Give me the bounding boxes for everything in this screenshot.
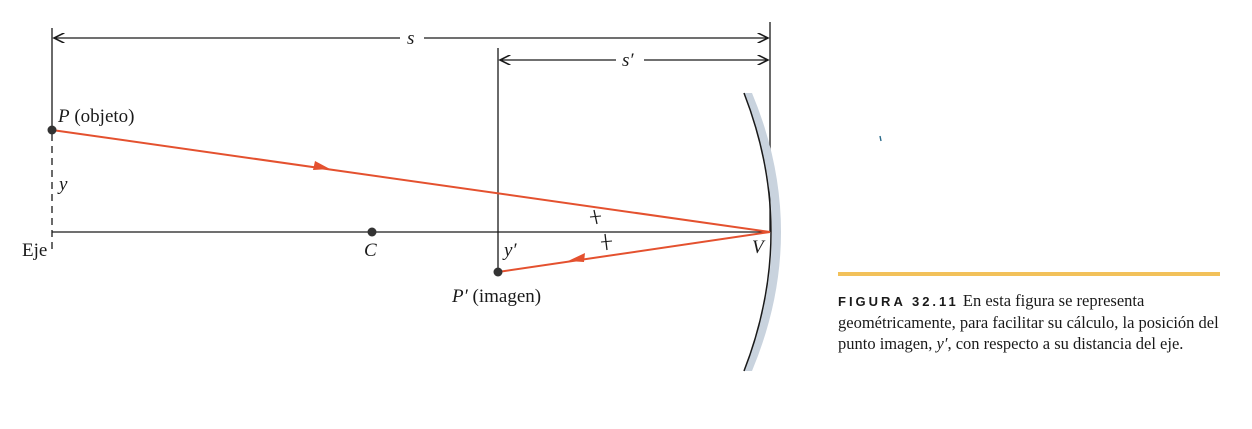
figure-label: FIGURA 32.11	[838, 294, 959, 309]
P-prime-label: P′ (imagen)	[451, 286, 541, 307]
center-point-C	[367, 227, 377, 237]
P-text: (objeto)	[70, 106, 135, 127]
incident-ray	[51, 129, 771, 233]
caption-text-after: , con respecto a su distancia del eje.	[947, 334, 1184, 353]
reflected-angle-dash	[600, 240, 613, 243]
object-point-P	[47, 125, 57, 135]
y-prime-label: y′	[502, 240, 517, 261]
P-prime-text: (imagen)	[468, 286, 541, 307]
P-prime-letter: P′	[451, 286, 469, 307]
P-letter: P	[57, 106, 70, 127]
caption-text-before: En esta figura se representa geométricam…	[838, 291, 1219, 353]
concave-mirror	[743, 92, 772, 372]
s-prime-label: s′	[622, 50, 634, 71]
concave-mirror-shadow	[744, 93, 781, 371]
figure-caption: FIGURA 32.11 En esta figura se represent…	[838, 290, 1228, 354]
reflected-ray	[497, 231, 771, 273]
incident-ray-arrowhead	[313, 161, 330, 170]
caption-rule	[838, 272, 1220, 276]
image-point-P-prime	[493, 267, 503, 277]
y-label: y	[57, 174, 68, 195]
reflected-ray-arrowhead	[568, 253, 585, 262]
s-label: s	[407, 28, 414, 49]
stray-mark	[879, 135, 882, 142]
caption-variable: y′	[936, 334, 948, 353]
axis-label: Eje	[22, 240, 47, 261]
V-label: V	[752, 237, 766, 258]
C-label: C	[364, 240, 377, 261]
P-label: P (objeto)	[57, 106, 135, 127]
incident-angle-dash	[589, 215, 602, 218]
